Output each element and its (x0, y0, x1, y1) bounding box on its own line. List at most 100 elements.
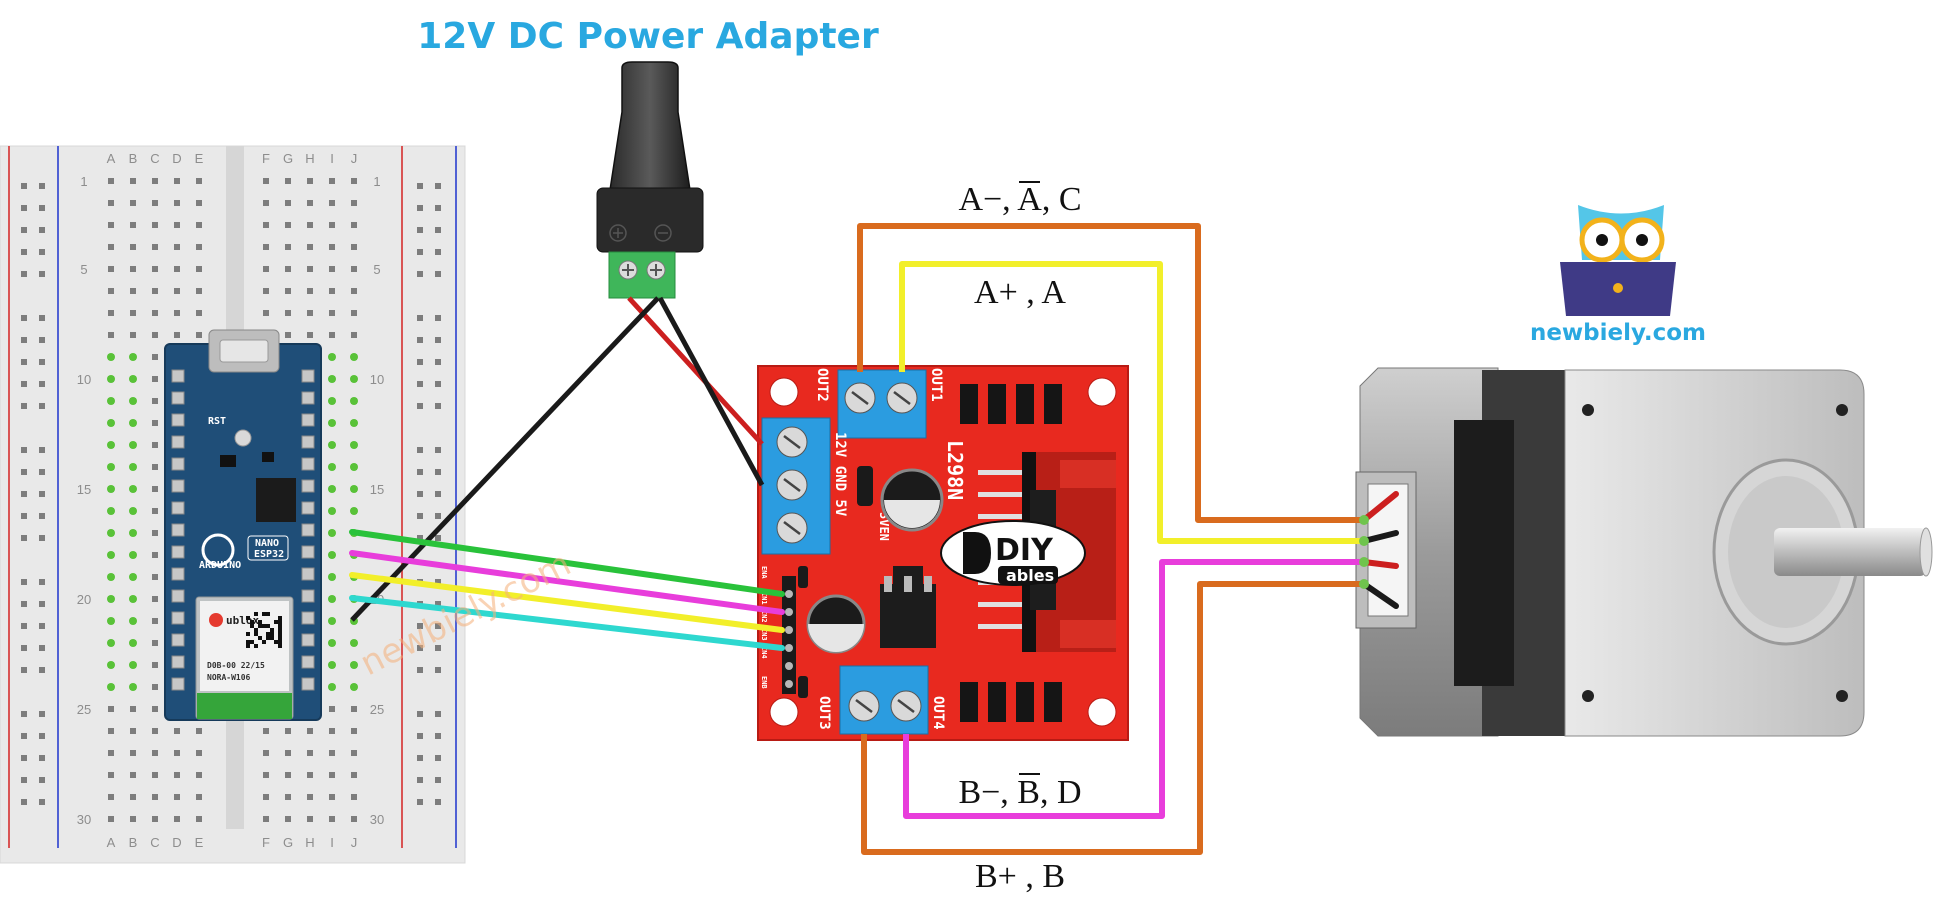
breadboard-hole (263, 750, 269, 756)
column-label: C (150, 151, 159, 166)
breadboard-hole (351, 178, 357, 184)
breadboard-hole (285, 772, 291, 778)
breadboard-hole (152, 662, 158, 668)
rail-hole (39, 667, 45, 673)
column-label: A (107, 835, 116, 850)
breadboard-hole (263, 266, 269, 272)
breadboard-hole (329, 332, 335, 338)
breadboard-hole (152, 794, 158, 800)
header-pin (301, 677, 315, 691)
connected-hole (328, 375, 336, 383)
breadboard-hole (307, 200, 313, 206)
breadboard-hole (108, 200, 114, 206)
header-pin (301, 655, 315, 669)
breadboard-hole (285, 794, 291, 800)
connected-hole (328, 661, 336, 669)
breadboard-hole (152, 464, 158, 470)
breadboard-hole (130, 222, 136, 228)
breadboard-hole (152, 354, 158, 360)
header-pin (301, 523, 315, 537)
smd-resistor (988, 682, 1006, 722)
rail-hole (435, 183, 441, 189)
connected-hole (328, 441, 336, 449)
connected-hole (129, 683, 137, 691)
label-b-minus: B−, B, D (958, 774, 1081, 811)
mount-hole (1836, 404, 1848, 416)
terminal-out1-out2 (837, 369, 927, 439)
header-pin (171, 523, 185, 537)
breadboard-hole (351, 706, 357, 712)
header-pin (171, 589, 185, 603)
header-pin (301, 435, 315, 449)
breadboard-hole (329, 288, 335, 294)
breadboard-hole (152, 376, 158, 382)
breadboard-hole (307, 728, 313, 734)
rail-hole (21, 491, 27, 497)
qr-module (262, 612, 266, 616)
connected-hole (107, 419, 115, 427)
row-number: 5 (80, 262, 87, 277)
smd-resistor (1016, 682, 1034, 722)
breadboard-hole (108, 310, 114, 316)
label-a-minus: A−, A, C (958, 181, 1081, 218)
breadboard-hole (307, 178, 313, 184)
rail-hole (417, 645, 423, 651)
rail-hole (21, 601, 27, 607)
breadboard-hole (307, 266, 313, 272)
header-pin (301, 567, 315, 581)
rail-hole (417, 777, 423, 783)
qr-module (278, 636, 282, 640)
header-pin (301, 545, 315, 559)
chip-leg (978, 624, 1022, 629)
rail-hole (21, 579, 27, 585)
input-pin-header (782, 566, 808, 698)
label-out4: OUT4 (930, 696, 946, 730)
connected-hole (328, 529, 336, 537)
breadboard-hole (108, 178, 114, 184)
board-model-line: NANO (255, 538, 279, 549)
rail-hole (21, 183, 27, 189)
wire-magenta-out4 (903, 559, 1364, 819)
column-label: J (351, 835, 358, 850)
column-label: H (305, 151, 314, 166)
breadboard-hole (174, 772, 180, 778)
breadboard-hole (130, 178, 136, 184)
breadboard-hole (152, 772, 158, 778)
rail-hole (417, 271, 423, 277)
column-label: J (351, 151, 358, 166)
microcontroller-chip (256, 478, 296, 522)
qr-module (246, 644, 250, 648)
breadboard-hole (108, 244, 114, 250)
newbiely-owl-logo (1560, 205, 1676, 316)
header-pin (301, 611, 315, 625)
motor-shaft (1774, 528, 1926, 576)
rail-hole (21, 799, 27, 805)
breadboard-hole (152, 640, 158, 646)
diy-text: DIY (995, 533, 1054, 568)
breadboard-hole (351, 266, 357, 272)
connected-hole (129, 441, 137, 449)
header-pin (171, 545, 185, 559)
rail-hole (21, 337, 27, 343)
breadboard-hole (108, 728, 114, 734)
breadboard-hole (329, 310, 335, 316)
rail-hole (417, 711, 423, 717)
connected-hole (129, 397, 137, 405)
breadboard-hole (174, 200, 180, 206)
rail-hole (417, 249, 423, 255)
header-pin (171, 567, 185, 581)
motor-lead-red (1361, 559, 1399, 569)
connected-hole (328, 507, 336, 515)
breadboard-hole (130, 310, 136, 316)
rail-hole (39, 755, 45, 761)
rail-hole (21, 513, 27, 519)
ublox-logo (209, 613, 223, 627)
breadboard-hole (174, 244, 180, 250)
minus-icon (654, 224, 672, 242)
rail-hole (39, 601, 45, 607)
breadboard-hole (130, 706, 136, 712)
breadboard-hole (152, 552, 158, 558)
breadboard-hole (152, 508, 158, 514)
mount-hole (1087, 697, 1117, 727)
connected-hole (107, 485, 115, 493)
